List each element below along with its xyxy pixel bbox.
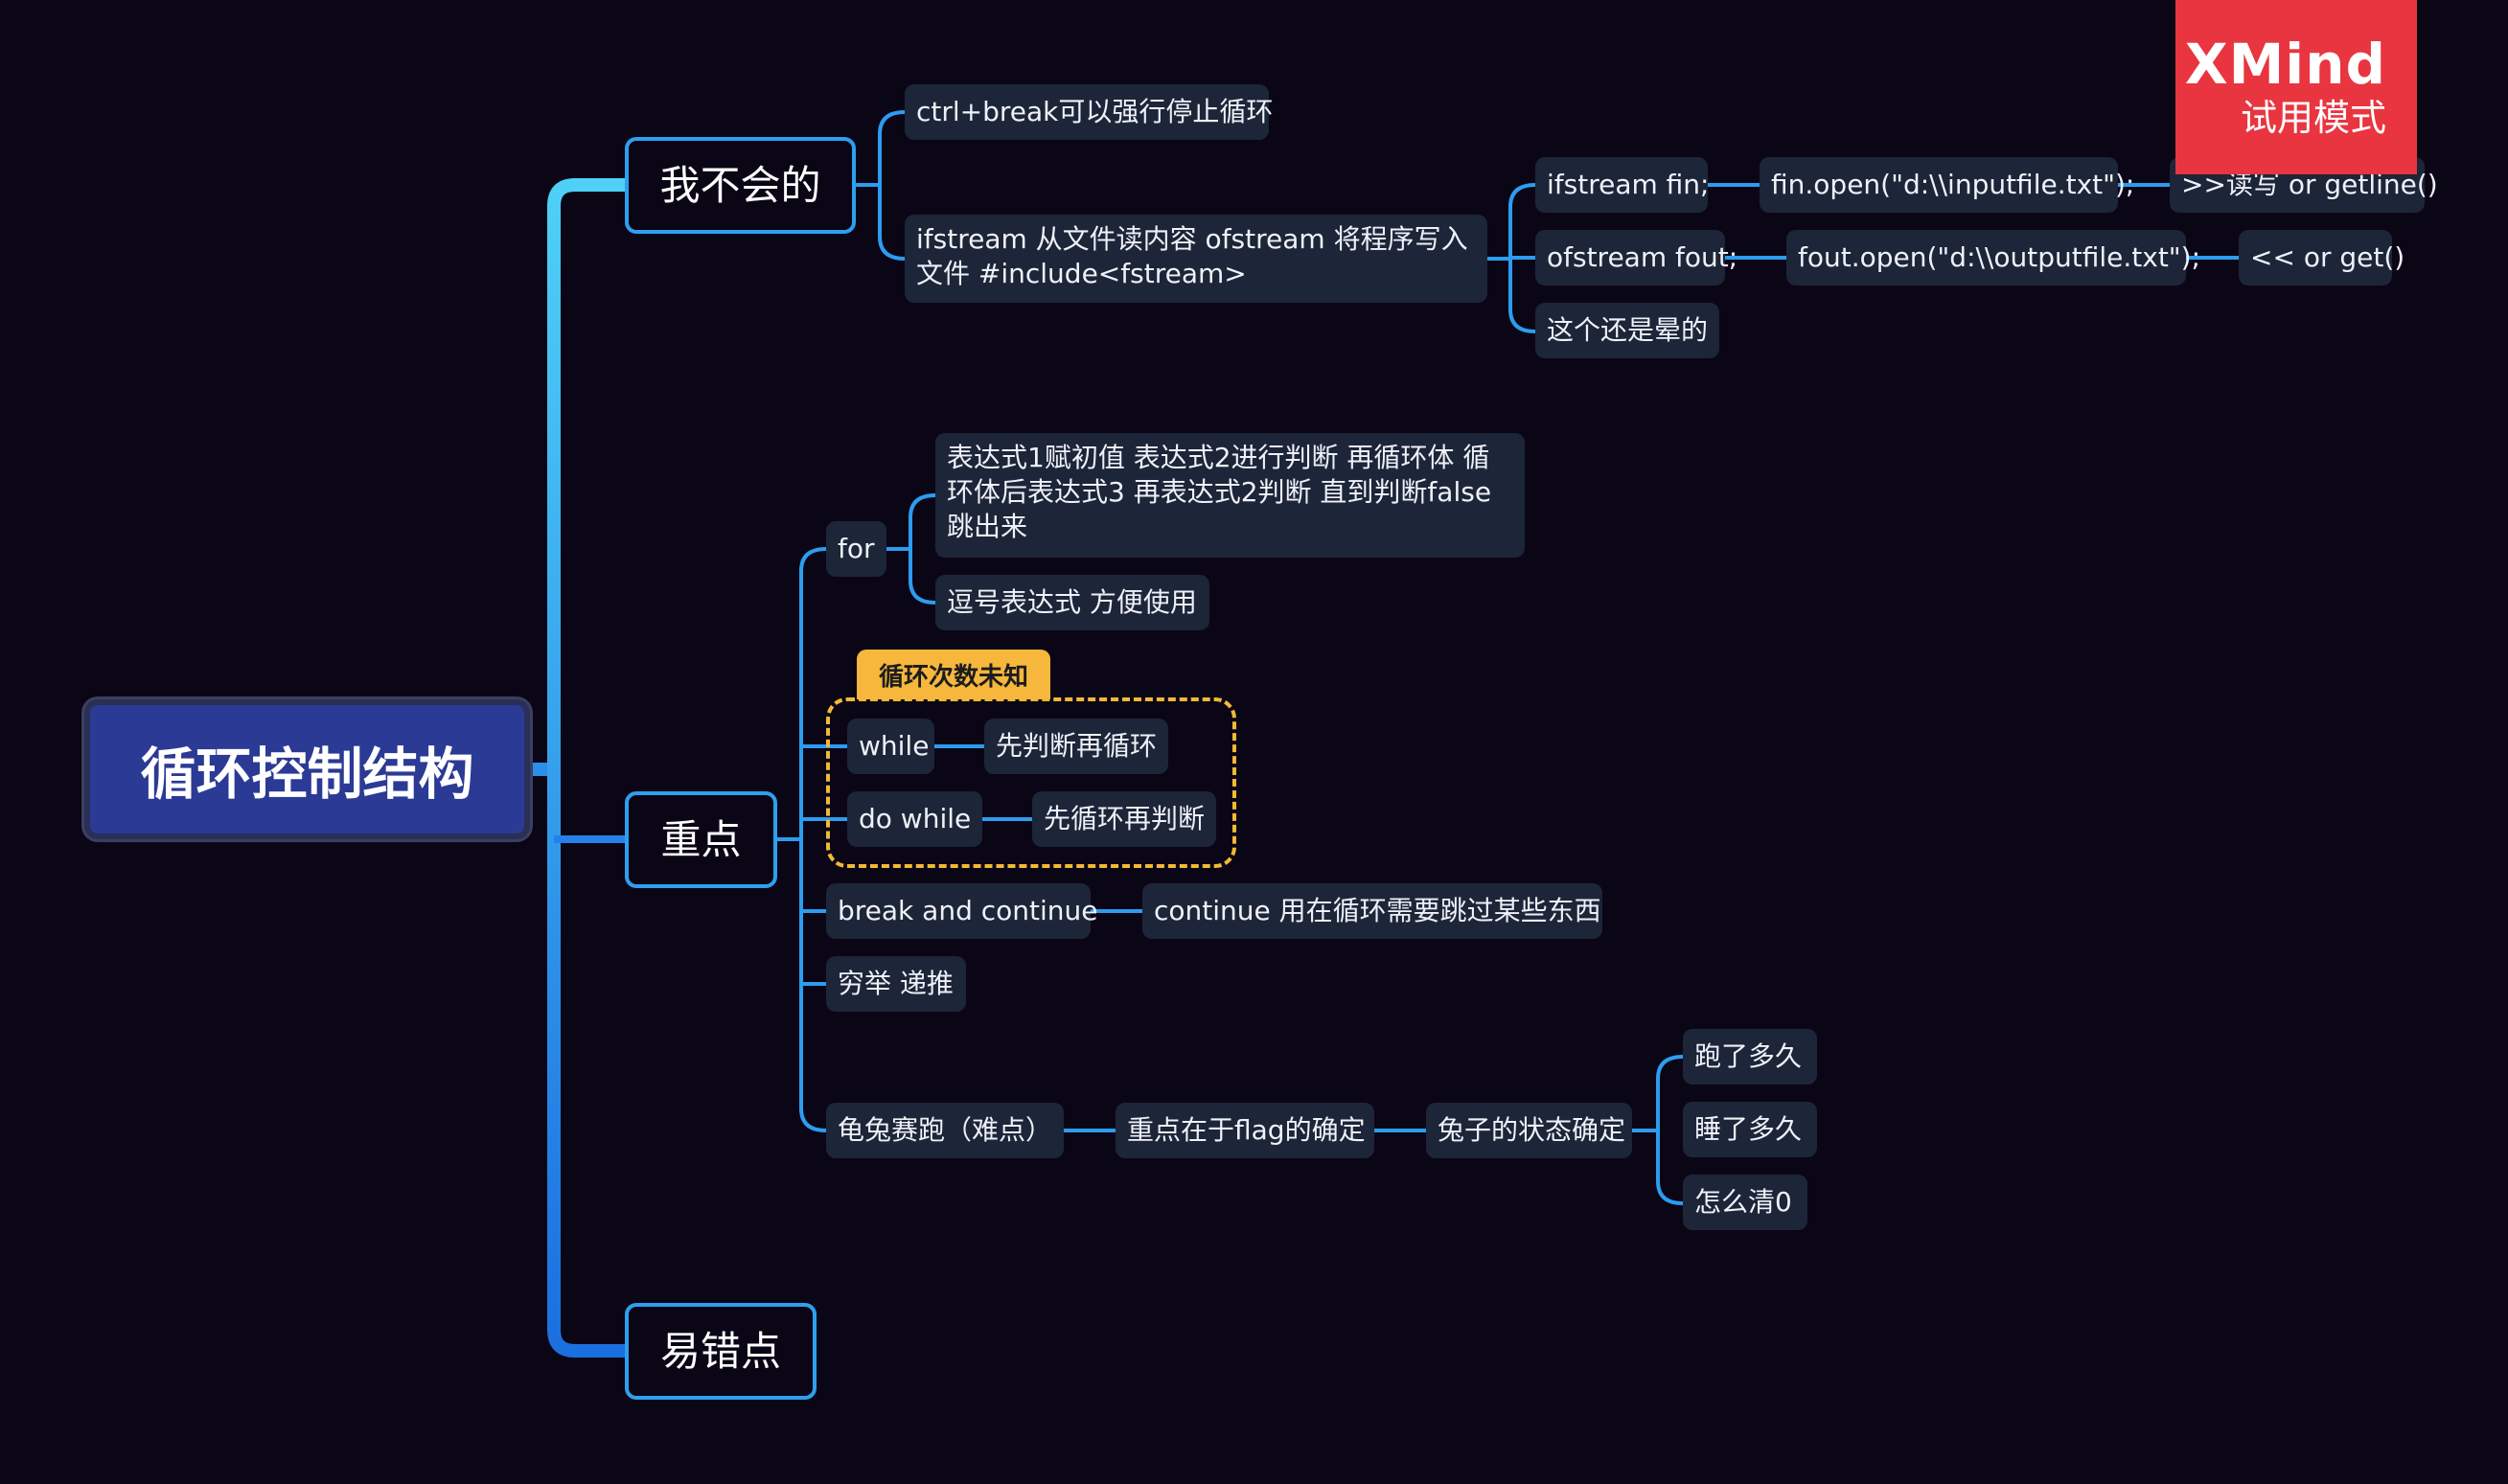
topic-reset-zero[interactable]: 怎么清0: [1683, 1175, 1807, 1230]
trial-mode-text: 试用模式: [2240, 97, 2386, 139]
topic-still-confused[interactable]: 这个还是晕的: [1535, 303, 1719, 358]
topic-slept-how-long[interactable]: 睡了多久: [1683, 1102, 1817, 1157]
topic-ofstream-fout[interactable]: ofstream fout;: [1535, 230, 1737, 285]
boundary-label: 循环次数未知: [857, 650, 1050, 699]
topic-fout-open[interactable]: fout.open("d:\\outputfile.txt");: [1786, 230, 2200, 285]
topic-fin-open[interactable]: fin.open("d:\\inputfile.txt");: [1760, 157, 2134, 213]
topic-tortoise-hare-race[interactable]: 龟兔赛跑（难点）: [826, 1103, 1064, 1158]
topic-do-while[interactable]: do while: [847, 791, 982, 847]
branch-connectors: [777, 110, 2239, 1205]
topic-continue-description[interactable]: continue 用在循环需要跳过某些东西: [1142, 883, 1602, 939]
root-trunk: [530, 178, 625, 1358]
xmind-logo-text: XMind: [2184, 32, 2386, 97]
topic-for[interactable]: for: [826, 521, 886, 577]
topic-ctrl-break[interactable]: ctrl+break可以强行停止循环: [905, 84, 1273, 140]
topic-while[interactable]: while: [847, 719, 934, 774]
root-topic[interactable]: 循环控制结构: [84, 699, 530, 839]
branch-unknown[interactable]: 我不会的: [625, 137, 856, 234]
topic-write-get[interactable]: << or get(): [2239, 230, 2404, 285]
topic-ran-how-long[interactable]: 跑了多久: [1683, 1029, 1817, 1084]
topic-do-while-description[interactable]: 先循环再判断: [1032, 791, 1216, 847]
topic-rabbit-state[interactable]: 兔子的状态确定: [1426, 1103, 1632, 1158]
topic-for-description[interactable]: 表达式1赋初值 表达式2进行判断 再循环体 循环体后表达式3 再表达式2判断 直…: [935, 433, 1525, 558]
topic-exhaustive-recursion[interactable]: 穷举 递推: [826, 956, 966, 1012]
topic-break-continue[interactable]: break and continue: [826, 883, 1098, 939]
branch-mistakes[interactable]: 易错点: [625, 1303, 817, 1400]
topic-ifstream-fin[interactable]: ifstream fin;: [1535, 157, 1709, 213]
xmind-trial-badge[interactable]: XMind 试用模式: [2175, 0, 2417, 174]
topic-comma-expression[interactable]: 逗号表达式 方便使用: [935, 575, 1209, 630]
topic-flag-determination[interactable]: 重点在于flag的确定: [1116, 1103, 1374, 1158]
topic-ifstream[interactable]: ifstream 从文件读内容 ofstream 将程序写入文件 #includ…: [905, 215, 1487, 303]
boundary-unknown-iterations[interactable]: [826, 697, 1236, 868]
topic-while-description[interactable]: 先判断再循环: [984, 719, 1168, 774]
branch-key-points[interactable]: 重点: [625, 791, 777, 888]
